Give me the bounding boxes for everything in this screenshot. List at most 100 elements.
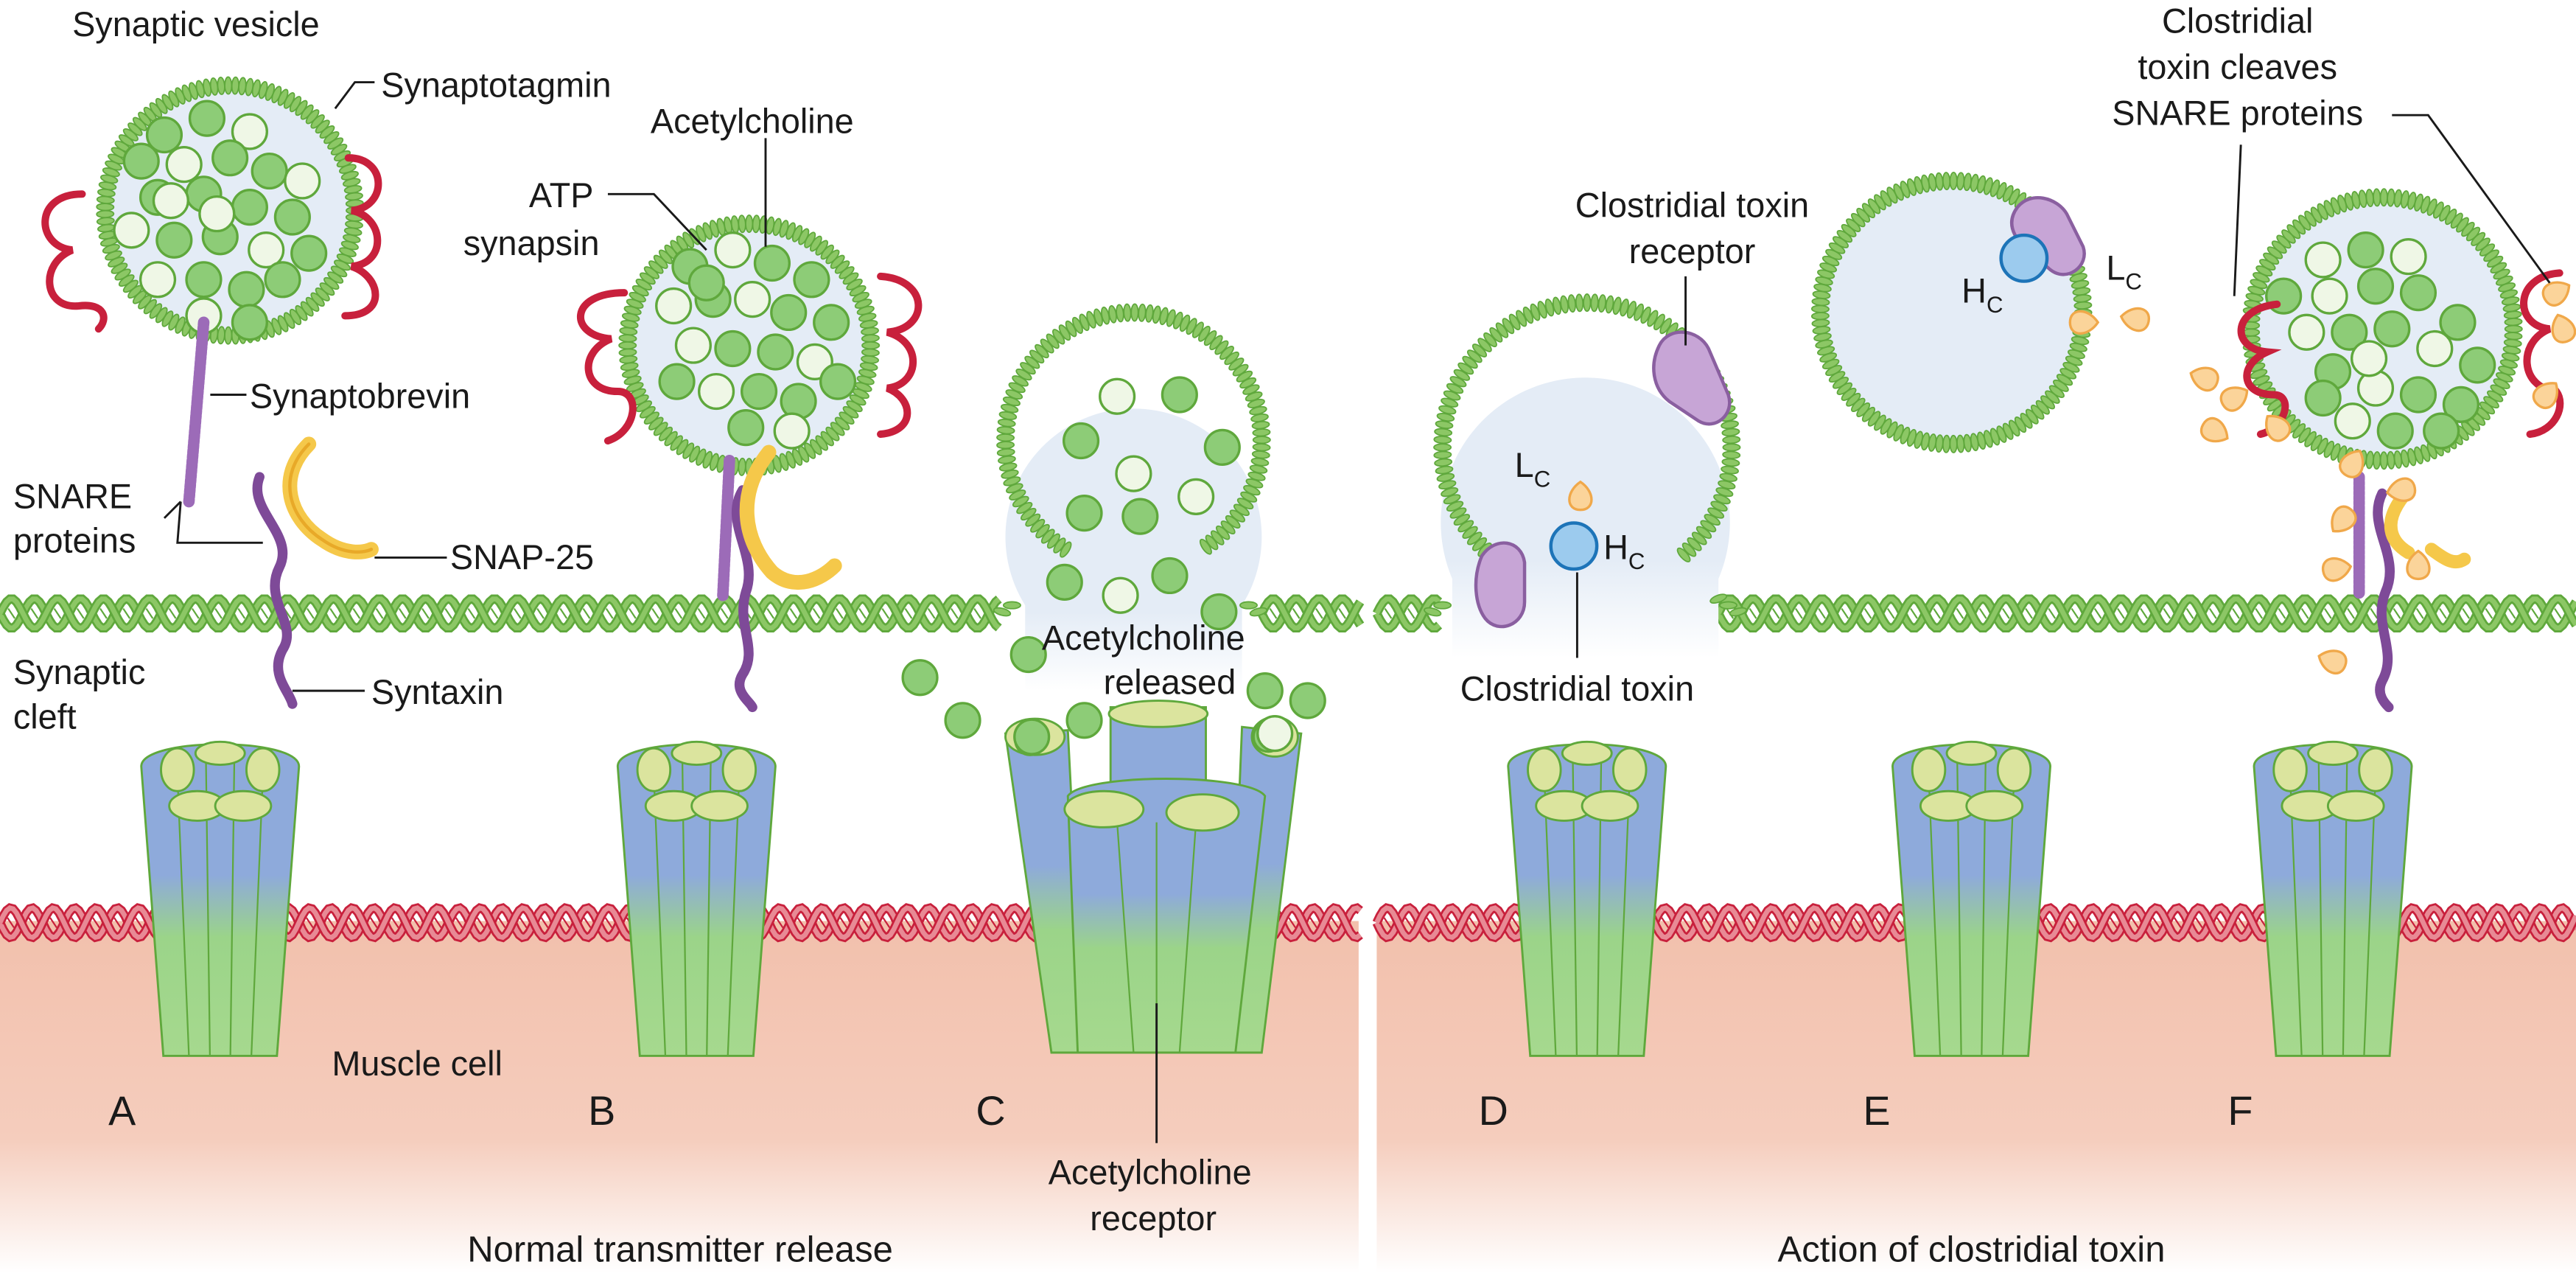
- label-cleaves-1: Clostridial: [2162, 2, 2314, 41]
- acetylcholine-molecule: [251, 152, 288, 190]
- membrane-segment: [1257, 594, 1365, 632]
- acetylcholine-molecule: [290, 234, 328, 272]
- membrane-segment: [0, 594, 1002, 632]
- acetylcholine-molecule: [1151, 557, 1189, 595]
- light-chain: [2219, 386, 2249, 412]
- atp-molecule: [152, 182, 189, 220]
- atp-molecule: [734, 280, 771, 318]
- atp-molecule: [2334, 402, 2371, 440]
- snare-complex-a: [183, 316, 379, 709]
- atp-molecule: [698, 372, 735, 411]
- light-chain: [2406, 549, 2431, 581]
- acetylcholine-molecule: [1121, 498, 1159, 535]
- labels: Synaptic vesicle Synaptotagmin Acetylcho…: [13, 2, 2363, 1238]
- snare-complex-f: [2353, 471, 2471, 713]
- acetylcholine-molecule: [1246, 672, 1284, 710]
- acetylcholine-molecule: [770, 293, 808, 332]
- label-synaptobrevin: Synaptobrevin: [250, 377, 470, 415]
- heavy-chain-e: [1999, 233, 2049, 283]
- label-cleaves-2: toxin cleaves: [2138, 48, 2337, 86]
- acetylcholine-molecule: [2439, 304, 2477, 341]
- snare-complex-b: [717, 444, 842, 713]
- light-chain: [2119, 307, 2150, 332]
- light-chains: [1568, 281, 2576, 674]
- acetylcholine-molecule: [714, 329, 752, 368]
- acetylcholine-molecule: [2331, 313, 2368, 351]
- atp-molecule: [1102, 576, 1139, 614]
- label-lc-d: LC: [1515, 446, 1551, 492]
- acetylcholine-molecule: [2399, 376, 2437, 414]
- atp-molecule: [113, 212, 150, 249]
- acetylcholine-molecule: [2347, 231, 2384, 269]
- panel-d: D: [1479, 1088, 1508, 1134]
- label-atp: ATP: [529, 176, 594, 215]
- light-chain: [2265, 414, 2292, 442]
- label-cleft: cleft: [13, 697, 77, 736]
- label-synapsin: synapsin: [463, 224, 600, 262]
- acetylcholine-molecule: [944, 702, 981, 739]
- acetylcholine-molecule: [155, 221, 193, 259]
- label-synaptotagmin: Synaptotagmin: [381, 66, 611, 105]
- toxin-receptors: [1474, 195, 2086, 629]
- light-chain: [2532, 382, 2558, 410]
- atp-molecule: [2390, 237, 2427, 276]
- acetylcholine-molecule: [188, 100, 226, 137]
- acetylcholine-molecule: [2376, 412, 2414, 450]
- acetylcholine-molecule: [1289, 682, 1326, 719]
- acetylcholine-molecule: [228, 271, 265, 308]
- light-chain: [2551, 313, 2576, 343]
- leader-lines: [163, 81, 2551, 1143]
- snap25-f-fragment: [2424, 543, 2471, 569]
- acetylcholine-molecule: [231, 189, 268, 226]
- acetylcholine-molecule: [757, 333, 794, 371]
- light-chain: [2339, 450, 2365, 478]
- label-snare: SNARE: [13, 477, 132, 515]
- acetylcholine-molecule: [793, 261, 830, 299]
- atp-molecule: [231, 113, 268, 150]
- acetylcholine-molecule: [211, 139, 249, 177]
- atp-molecule: [1115, 455, 1152, 492]
- light-chain: [2331, 505, 2357, 533]
- light-chain: [2385, 477, 2417, 503]
- acetylcholine-molecule: [231, 304, 268, 341]
- label-toxin-receptor-2: receptor: [1629, 232, 1756, 271]
- acetylcholine-molecule: [658, 363, 696, 400]
- syntaxin-a: [252, 472, 298, 709]
- caption-clostridial-action: Action of clostridial toxin: [1778, 1230, 2166, 1269]
- atp-molecule: [248, 231, 285, 269]
- light-chain: [2189, 366, 2219, 392]
- acetylcholine-molecule: [727, 409, 765, 447]
- acetylcholine-molecule: [273, 198, 311, 236]
- label-acetylcholine: Acetylcholine: [651, 102, 854, 141]
- atp-molecule: [674, 327, 712, 364]
- acetylcholine-molecule: [740, 372, 778, 411]
- light-chain: [2541, 281, 2571, 307]
- atp-molecule: [2416, 329, 2454, 368]
- panel-b: B: [588, 1088, 615, 1134]
- label-snare-proteins: proteins: [13, 522, 136, 560]
- acetylcholine-molecule: [2442, 386, 2480, 423]
- snap25-b: [739, 444, 842, 590]
- heavy-chains: [1549, 233, 2049, 571]
- atp-molecule: [284, 162, 321, 200]
- acetylcholine-molecule: [1203, 428, 1241, 467]
- acetylcholine-molecule: [1046, 563, 1083, 601]
- acetylcholine-molecule: [2373, 310, 2411, 348]
- acetylcholine-molecule: [2304, 379, 2342, 417]
- membrane-segment: [1372, 594, 1443, 632]
- light-chain: [2322, 557, 2353, 582]
- acetylcholine-molecule: [1062, 422, 1100, 460]
- caption-normal-release: Normal transmitter release: [467, 1230, 893, 1269]
- acetylcholine-molecule: [2399, 274, 2437, 312]
- acetylcholine-receptor: [1891, 740, 2051, 1057]
- syntaxin-f: [2373, 488, 2395, 713]
- acetylcholine-molecule: [1065, 702, 1103, 739]
- atp-molecule: [655, 287, 693, 325]
- acetylcholine-molecule: [813, 304, 850, 341]
- atp-molecule: [1177, 478, 1215, 515]
- synaptotagmin-group: [41, 154, 2564, 444]
- atp-molecule: [2350, 340, 2388, 377]
- panel-f: F: [2227, 1088, 2253, 1134]
- acetylcholine-molecule: [901, 659, 939, 697]
- label-synaptic-vesicle: Synaptic vesicle: [72, 5, 320, 43]
